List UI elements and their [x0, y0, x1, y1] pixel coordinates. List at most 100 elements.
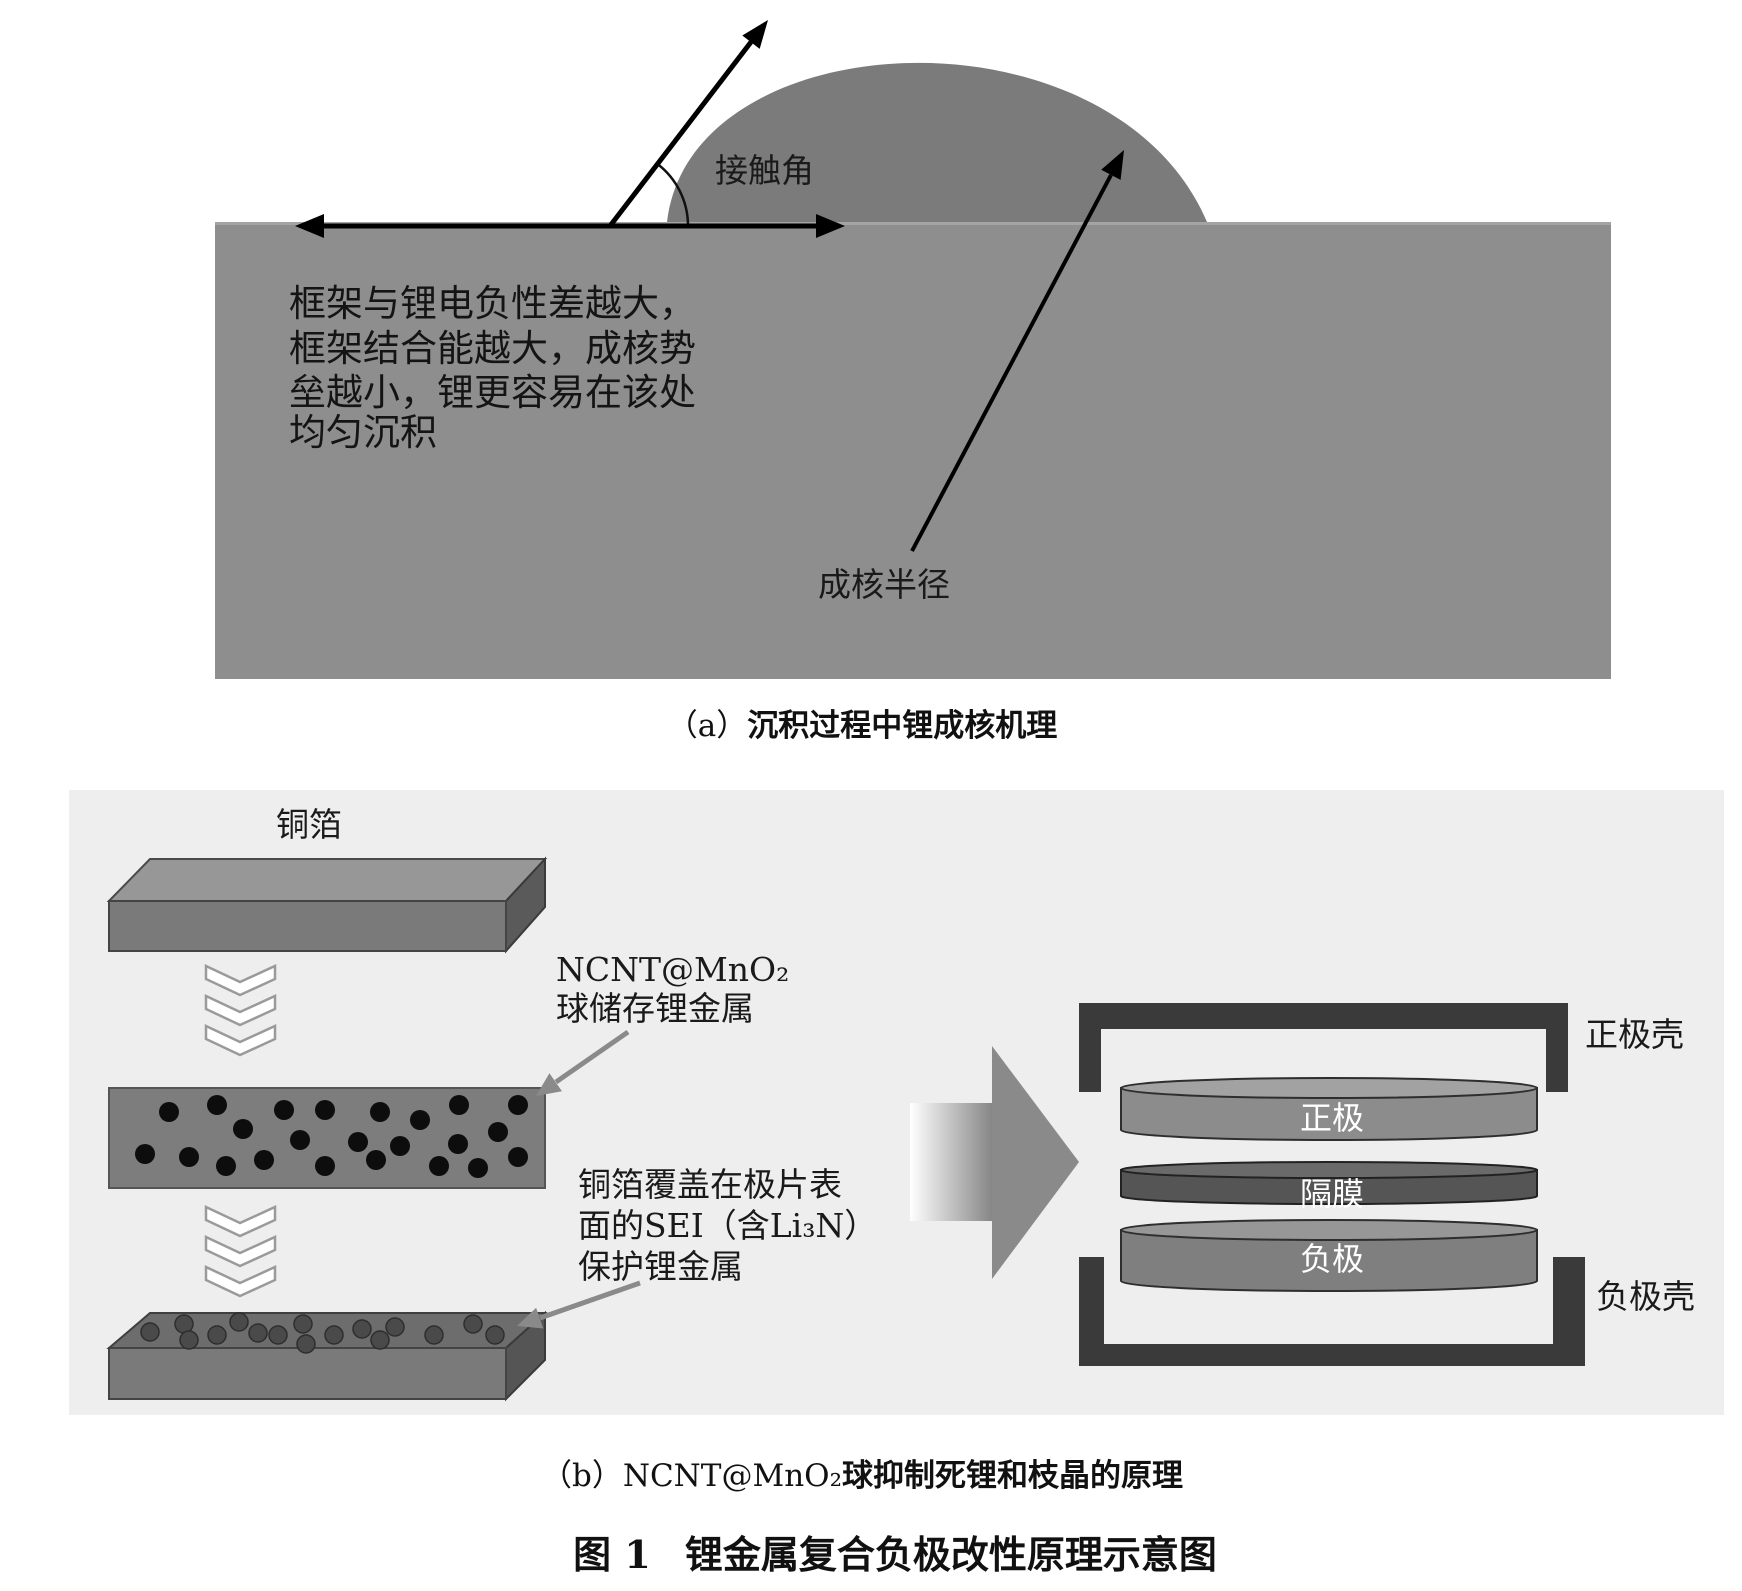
- contact-angle-arrow-line: [608, 40, 753, 228]
- chevron-down-icon: [204, 994, 277, 1027]
- embedded-sphere-dot: [179, 1330, 199, 1350]
- contact-angle-arrow-head: [742, 20, 768, 49]
- lithium-sphere-dot: [179, 1147, 199, 1167]
- description-line: 框架与锂电负性差越大，: [289, 282, 696, 325]
- cathode-disk: 正极: [1120, 1077, 1538, 1141]
- lithium-sphere-dot: [216, 1156, 236, 1176]
- figure-caption: 图 1 锂金属复合负极改性原理示意图: [573, 1532, 1217, 1577]
- down-chevrons: [204, 1205, 277, 1298]
- anode-disk-body: [1120, 1229, 1538, 1292]
- lithium-sphere-dot: [207, 1095, 227, 1115]
- lithium-sphere-dot: [390, 1136, 410, 1156]
- panel-b-caption: （b）NCNT@MnO₂球抑制死锂和枝晶的原理: [541, 1458, 1183, 1494]
- panel-a-caption-title: 沉积过程中锂成核机理: [747, 708, 1057, 744]
- lithium-sphere-dot: [274, 1100, 294, 1120]
- lithium-sphere-dot: [233, 1119, 253, 1139]
- anode-case-label: 负极壳: [1596, 1277, 1695, 1316]
- lithium-sphere-dot: [366, 1150, 386, 1170]
- embedded-sphere-dot: [424, 1325, 444, 1345]
- figure-caption-title: 锂金属复合负极改性原理示意图: [685, 1532, 1217, 1577]
- contact-angle-arrow: [608, 20, 768, 228]
- panel-a-description: 框架与锂电负性差越大， 框架结合能越大，成核势 垒越小，锂更容易在该处 均匀沉积: [289, 282, 696, 454]
- stored-lithium-spheres: [135, 1095, 528, 1178]
- description-line: 均匀沉积: [289, 411, 437, 454]
- embedded-sphere-dot: [352, 1319, 372, 1339]
- nucleation-radius-arrow-line: [910, 174, 1113, 552]
- lithium-sphere-dot: [449, 1095, 469, 1115]
- sei-label-line: 保护锂金属: [578, 1247, 743, 1286]
- cathode-case-label: 正极壳: [1585, 1015, 1684, 1054]
- lithium-sphere-dot: [448, 1134, 468, 1154]
- panel-a: 接触角 成核半径 框架与锂电负性差越大， 框架结合能越大，成核势 垒越小，锂更容…: [215, 20, 1611, 679]
- panel-a-caption-label: （a）: [667, 708, 747, 744]
- lithium-sphere-dot: [488, 1122, 508, 1142]
- copper-foil-slab: [106, 856, 548, 954]
- lithium-sphere-dot: [508, 1095, 528, 1115]
- nucleation-radius-label: 成核半径: [818, 565, 950, 604]
- embedded-sphere-dot: [463, 1314, 483, 1334]
- anode-disk-top: [1120, 1219, 1538, 1241]
- lithium-droplet: [667, 62, 1207, 222]
- embedded-sphere-dot: [248, 1323, 268, 1343]
- sei-coated-foil-slab: [106, 1310, 548, 1402]
- process-arrow-shaft: [910, 1103, 993, 1221]
- lithium-sphere-dot: [315, 1156, 335, 1176]
- separator-disk: 隔膜: [1120, 1161, 1538, 1213]
- surface-arrow-head-right: [816, 214, 845, 238]
- lithium-sphere-dot: [508, 1147, 528, 1167]
- sphere-pointer-line: [554, 1029, 630, 1085]
- sphere-pointer-arrow: [536, 1029, 630, 1096]
- panel-b: 铜箔: [69, 790, 1724, 1415]
- cathode-case: [1079, 1003, 1568, 1092]
- embedded-sphere-dot: [324, 1325, 344, 1345]
- sei-pointer-arrow: [517, 1280, 641, 1329]
- embedded-sphere-dot: [174, 1314, 194, 1334]
- sphere-label-line: NCNT@MnO₂: [556, 950, 789, 989]
- coin-cell: 正极壳 正极 隔膜 负极 负极壳: [1079, 1003, 1695, 1366]
- anode-label: 负极: [1300, 1240, 1364, 1278]
- figure-caption-number: 图 1: [573, 1532, 651, 1577]
- separator-disk-top: [1120, 1161, 1538, 1179]
- chevron-down-icon: [204, 964, 277, 997]
- embedded-sphere-dot: [268, 1325, 288, 1345]
- down-chevrons: [204, 964, 277, 1057]
- sei-pointer-line: [539, 1280, 641, 1321]
- embedded-sphere-dot: [293, 1314, 313, 1334]
- sphere-pointer-head: [536, 1073, 562, 1096]
- anode-case: [1079, 1257, 1585, 1366]
- embedded-lithium-spheres: [140, 1312, 505, 1354]
- copper-foil-top-face: [106, 858, 548, 902]
- substrate-top-edge: [215, 222, 1611, 225]
- lithium-sphere-dot: [468, 1158, 488, 1178]
- panel-b-caption-material: NCNT@MnO₂: [623, 1458, 842, 1494]
- nucleation-radius-arrow: [910, 150, 1124, 552]
- sphere-label-line: 球储存锂金属: [556, 989, 754, 1028]
- sei-pointer-head: [517, 1307, 544, 1329]
- coated-foil-layer: [108, 1087, 546, 1189]
- sphere-label: NCNT@MnO₂ 球储存锂金属: [556, 950, 789, 1028]
- copper-foil-front-face: [108, 900, 507, 952]
- surface-double-arrow: [295, 214, 845, 238]
- lithium-sphere-dot: [315, 1100, 335, 1120]
- sei-label: 铜箔覆盖在极片表 面的SEI（含Li₃N） 保护锂金属: [578, 1165, 877, 1286]
- lithium-sphere-dot: [290, 1130, 310, 1150]
- lithium-sphere-dot: [254, 1150, 274, 1170]
- cathode-disk-top: [1120, 1077, 1538, 1099]
- separator-label: 隔膜: [1300, 1175, 1364, 1213]
- cathode-disk-body: [1120, 1087, 1538, 1141]
- lithium-sphere-dot: [370, 1102, 390, 1122]
- sei-label-line: 面的SEI（含Li₃N）: [578, 1206, 877, 1245]
- lithium-sphere-dot: [410, 1110, 430, 1130]
- lithium-sphere-dot: [159, 1102, 179, 1122]
- sei-slab-front-face: [108, 1347, 507, 1400]
- anode-disk: 负极: [1120, 1219, 1538, 1292]
- embedded-sphere-dot: [485, 1325, 505, 1345]
- embedded-sphere-dot: [207, 1325, 227, 1345]
- copper-foil-label: 铜箔: [276, 805, 342, 844]
- contact-angle-label: 接触角: [715, 151, 814, 190]
- separator-disk-body: [1120, 1169, 1538, 1205]
- lithium-sphere-dot: [348, 1132, 368, 1152]
- sei-label-line: 铜箔覆盖在极片表: [578, 1165, 842, 1204]
- lithium-sphere-dot: [429, 1156, 449, 1176]
